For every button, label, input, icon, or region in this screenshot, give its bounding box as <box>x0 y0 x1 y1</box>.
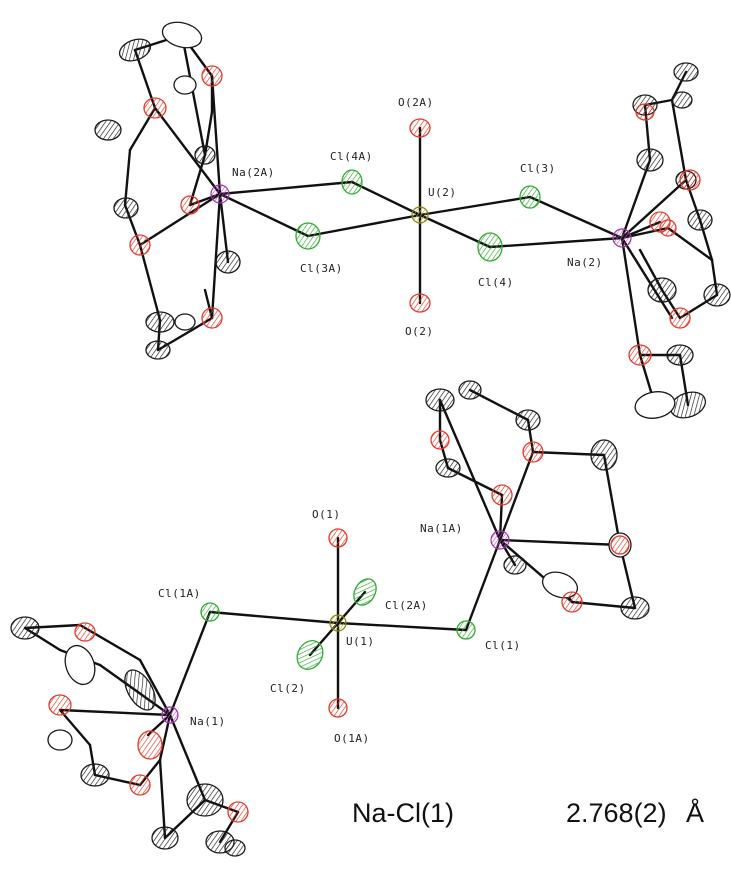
atom-labels: O(2A) Cl(4A) Na(2A) U(2) Cl(3) Cl(3A) Cl… <box>158 96 603 745</box>
label-cl1: Cl(1) <box>485 639 521 652</box>
label-cl4: Cl(4) <box>478 276 514 289</box>
label-na1a: Na(1A) <box>420 522 463 535</box>
uranium-atoms <box>329 206 429 632</box>
oxygen-atoms <box>48 65 701 823</box>
label-na2a: Na(2A) <box>232 166 275 179</box>
label-na1: Na(1) <box>190 715 226 728</box>
sodium-atoms <box>161 184 632 724</box>
caption-bond-name: Na-Cl(1) <box>352 798 454 828</box>
label-o1a: O(1A) <box>334 732 370 745</box>
label-cl3: Cl(3) <box>520 162 556 175</box>
bond-length-caption: Na-Cl(1) 2.768(2) Å <box>352 797 704 828</box>
carbon-atoms <box>10 21 731 857</box>
label-u2: U(2) <box>428 186 457 199</box>
label-o2: O(2) <box>405 325 434 338</box>
label-o2a: O(2A) <box>398 96 434 109</box>
label-na2: Na(2) <box>567 256 603 269</box>
label-o1: O(1) <box>312 508 341 521</box>
label-cl1a: Cl(1A) <box>158 587 201 600</box>
caption-bond-unit: Å <box>686 797 704 828</box>
label-cl3a: Cl(3A) <box>300 262 343 275</box>
lower-bonds <box>23 388 637 844</box>
label-cl2: Cl(2) <box>270 682 306 695</box>
caption-bond-value: 2.768(2) <box>566 798 667 828</box>
label-u1: U(1) <box>346 635 375 648</box>
label-cl4a: Cl(4A) <box>330 150 373 163</box>
label-cl2a: Cl(2A) <box>385 599 428 612</box>
chlorine-atoms <box>200 169 541 670</box>
